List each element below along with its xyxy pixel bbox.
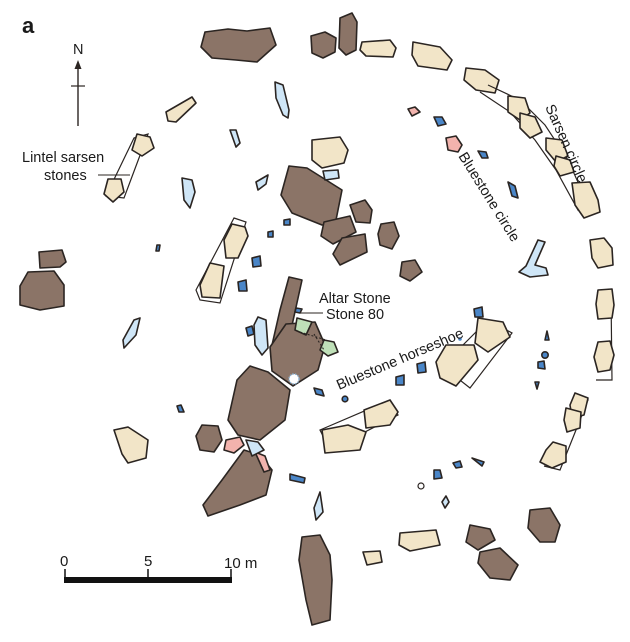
panel-letter: a [22,13,35,38]
bluestone-circle-dark [155,116,550,490]
bluestone-light [122,81,549,521]
fallen-sarsen-stones [19,12,561,626]
north-arrow-icon [71,60,85,126]
label-altar-stone: Altar Stone [319,291,391,307]
trilithon-stones [195,136,513,454]
scale-bar [64,569,232,583]
label-lintel-line2: stones [44,168,87,184]
stump-marker [288,373,300,385]
label-bluestone-circle: Bluestone circle [455,150,523,245]
scale-label-0: 0 [60,553,68,570]
scale-label-5: 5 [144,553,152,570]
label-lintel-line1: Lintel sarsen [22,150,104,166]
north-label: N [73,42,83,58]
horseshoe-marker [458,337,462,341]
sarsen-circle-stones [103,39,615,566]
label-stone-80: Stone 80 [326,307,384,323]
scale-label-10m: 10 m [224,555,257,572]
pink-stones [223,106,463,473]
altar-stone [294,317,339,357]
